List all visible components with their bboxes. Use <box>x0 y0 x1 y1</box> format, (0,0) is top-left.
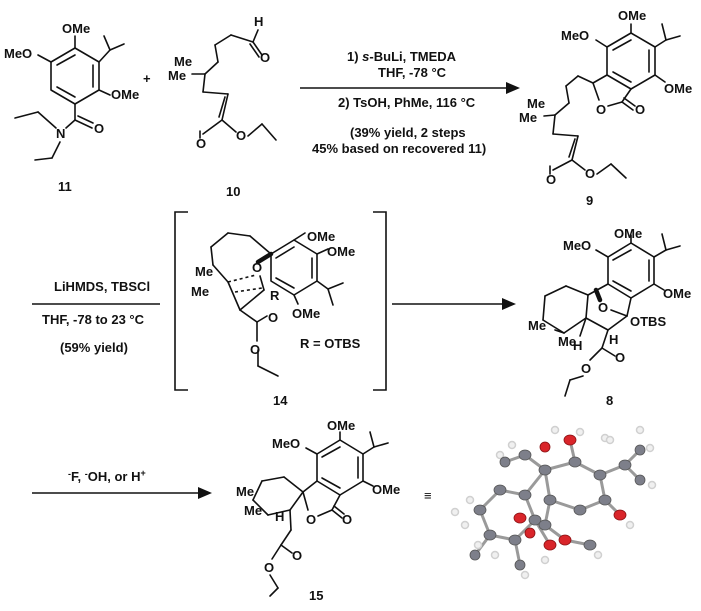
svg-text:H: H <box>275 509 284 524</box>
svg-text:O: O <box>546 172 556 187</box>
svg-text:MeO: MeO <box>4 46 32 61</box>
svg-text:OMe: OMe <box>62 21 90 36</box>
compound-15: OMe MeO OMe O O Me Me H O O 15 <box>236 418 400 603</box>
svg-text:Me: Me <box>236 484 254 499</box>
svg-text:H: H <box>254 14 263 29</box>
step-2: LiHMDS, TBSCl THF, -78 to 23 °C (59% yie… <box>32 279 160 355</box>
compound-14: OMe OMe OMe O R Me Me O O R = OTBS 14 <box>174 211 387 408</box>
svg-text:O: O <box>236 128 246 143</box>
crystal-structure <box>450 425 657 580</box>
plus-sign: + <box>143 71 151 86</box>
label-15: 15 <box>309 588 323 603</box>
arrow-3 <box>392 298 516 310</box>
svg-text:H: H <box>609 332 618 347</box>
svg-text:1) s-BuLi, TMEDA: 1) s-BuLi, TMEDA <box>347 49 457 64</box>
label-11: 11 <box>58 179 72 194</box>
svg-text:O: O <box>264 560 274 575</box>
svg-text:O: O <box>585 166 595 181</box>
svg-text:O: O <box>196 136 206 151</box>
label-14: 14 <box>273 393 288 408</box>
label-8: 8 <box>606 393 613 408</box>
compound-9: OMe MeO OMe O O Me Me O O 9 <box>519 8 692 208</box>
svg-text:O: O <box>596 102 606 117</box>
compound-10: H O Me Me O O 10 <box>168 14 277 199</box>
svg-text:MeO: MeO <box>272 436 300 451</box>
svg-text:OMe: OMe <box>664 81 692 96</box>
label-9: 9 <box>586 193 593 208</box>
svg-text:OMe: OMe <box>292 306 320 321</box>
svg-text:Me: Me <box>191 284 209 299</box>
svg-text:2) TsOH, PhMe, 116 °C: 2) TsOH, PhMe, 116 °C <box>338 95 476 110</box>
compound-11: OMe MeO OMe O N 11 <box>4 21 139 194</box>
svg-text:O: O <box>342 512 352 527</box>
svg-text:O: O <box>260 50 270 65</box>
svg-text:Me: Me <box>528 318 546 333</box>
svg-text:OMe: OMe <box>614 226 642 241</box>
svg-text:R: R <box>270 288 280 303</box>
svg-text:OMe: OMe <box>663 286 691 301</box>
svg-text:O: O <box>252 260 262 275</box>
svg-text:MeO: MeO <box>561 28 589 43</box>
compound-8: OMe MeO OMe O OTBS H H Me Me O O <box>528 226 691 408</box>
svg-text:LiHMDS, TBSCl: LiHMDS, TBSCl <box>54 279 150 294</box>
svg-text:OMe: OMe <box>327 418 355 433</box>
svg-text:OMe: OMe <box>327 244 355 259</box>
svg-text:45% based on recovered 11): 45% based on recovered 11) <box>312 141 486 156</box>
svg-text:Me: Me <box>195 264 213 279</box>
svg-text:OMe: OMe <box>307 229 335 244</box>
svg-text:O: O <box>615 350 625 365</box>
svg-text:O: O <box>268 310 278 325</box>
svg-text:O: O <box>94 121 104 136</box>
svg-text:THF, -78 °C: THF, -78 °C <box>378 65 447 80</box>
svg-text:(39% yield, 2 steps: (39% yield, 2 steps <box>350 125 466 140</box>
svg-text:Me: Me <box>519 110 537 125</box>
svg-text:N: N <box>56 126 65 141</box>
step-3: -F, -OH, or H+ <box>32 468 212 499</box>
step-1: 1) s-BuLi, TMEDA THF, -78 °C 2) TsOH, Ph… <box>300 49 520 156</box>
svg-text:R = OTBS: R = OTBS <box>300 336 361 351</box>
svg-text:O: O <box>635 102 645 117</box>
svg-text:Me: Me <box>558 334 576 349</box>
equivalence-sign: ≡ <box>424 488 432 503</box>
svg-text:O: O <box>598 300 608 315</box>
svg-text:O: O <box>581 361 591 376</box>
svg-text:OMe: OMe <box>618 8 646 23</box>
label-10: 10 <box>226 184 240 199</box>
svg-text:Me: Me <box>168 68 186 83</box>
svg-text:O: O <box>306 512 316 527</box>
svg-text:MeO: MeO <box>563 238 591 253</box>
svg-text:H: H <box>573 338 582 353</box>
svg-text:OMe: OMe <box>111 87 139 102</box>
svg-text:O: O <box>250 342 260 357</box>
svg-text:OMe: OMe <box>372 482 400 497</box>
svg-text:Me: Me <box>174 54 192 69</box>
svg-text:O: O <box>292 548 302 563</box>
svg-text:THF, -78 to 23 °C: THF, -78 to 23 °C <box>42 312 145 327</box>
svg-text:OTBS: OTBS <box>630 314 666 329</box>
svg-text:Me: Me <box>244 503 262 518</box>
svg-text:-F, -OH, or H+: -F, -OH, or H+ <box>68 468 146 484</box>
svg-text:(59% yield): (59% yield) <box>60 340 128 355</box>
svg-text:Me: Me <box>527 96 545 111</box>
